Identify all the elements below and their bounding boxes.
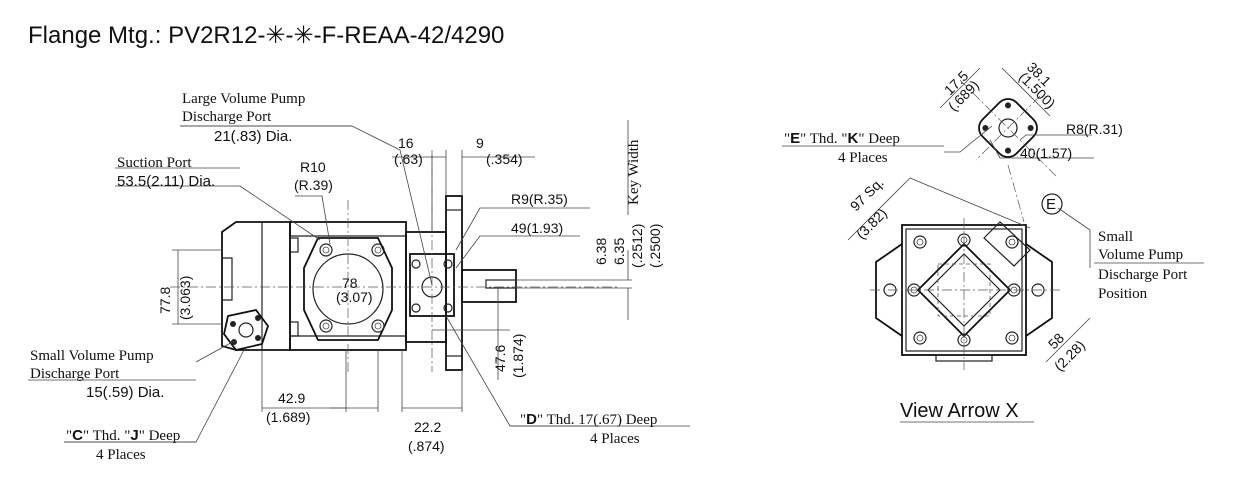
small-port-right-1: Small [1098,229,1133,245]
drawing-title: Flange Mtg.: PV2R12-✳-✳-F-REAA-42/4290 [28,22,504,49]
small-port-right-3: Discharge Port [1098,267,1188,283]
small-port-label-2: Discharge Port [30,366,120,382]
small-port-right-4: Position [1098,286,1148,302]
label-underlines [28,125,944,443]
dim-635: 6.35 [611,238,627,265]
dim-2512: (.2512) [629,224,645,268]
dim-78: 78 [342,275,358,291]
e-thread-places: 4 Places [838,150,888,166]
dim-9: 9 [476,135,484,151]
suction-port-flange [303,237,393,341]
dim-778: 77.8 [157,287,173,314]
d-thread-label: "D" Thd. 17(.67) Deep [520,411,657,428]
dim-16: 16 [398,135,414,151]
view-arrow-label: View Arrow X [900,400,1019,422]
dim-222-inch: (.874) [408,438,445,454]
dim-429: 42.9 [278,390,305,406]
dim-16-inch: (.63) [394,151,423,167]
dim-r9: R9(R.35) [511,191,568,207]
end-labels: 17.5 (.689) 38.1 (1.500) R8(R.31) 40(1.5… [784,59,1204,423]
end-view [870,79,1060,370]
d-thread-places: 4 Places [590,431,640,447]
drive-shaft [461,269,517,303]
small-port-flange [223,308,270,352]
e-position-letter: E [1046,196,1056,213]
c-thread-label: "C" Thd. "J" Deep [66,427,180,444]
large-port-label-3: 21(.83) Dia. [214,128,292,145]
dim-222: 22.2 [414,419,441,435]
dim-r10-inch: (R.39) [294,177,333,193]
dim-778-inch: (3.063) [177,276,193,320]
side-dimensions [64,120,632,443]
dim-r10: R10 [300,159,326,175]
end-dimensions [847,67,1094,363]
suction-port-label-2: 53.5(2.11) Dia. [117,173,215,190]
small-port-label-1: Small Volume Pump [30,348,154,364]
dim-2500: (.2500) [647,224,663,268]
large-port-label-2: Discharge Port [182,109,272,125]
dim-49: 49(1.93) [511,220,563,236]
dim-476-inch: (1.874) [510,334,526,378]
dim-9-inch: (.354) [486,151,523,167]
large-port-label-1: Large Volume Pump [182,91,305,107]
c-thread-places: 4 Places [96,447,146,463]
dim-476: 47.6 [492,345,508,372]
dim-r8: R8(R.31) [1066,121,1123,137]
side-labels: Large Volume Pump Discharge Port 21(.83)… [30,91,663,463]
small-port-outline [983,221,1031,267]
e-thread-label: "E" Thd. "K" Deep [784,130,900,147]
shaft-key [485,279,517,289]
dim-78-inch: (3.07) [336,289,373,305]
key-width-label: Key Width [626,139,642,205]
dim-429-inch: (1.689) [266,409,310,425]
suction-port-label-1: Suction Port [117,155,192,171]
small-port-label-3: 15(.59) Dia. [86,384,164,401]
e-position-circle [1041,193,1063,215]
small-port-right-2: Volume Pump [1098,247,1183,263]
dim-40: 40(1.57) [1020,145,1072,161]
side-view [170,150,620,372]
dim-638: 6.38 [593,238,609,265]
